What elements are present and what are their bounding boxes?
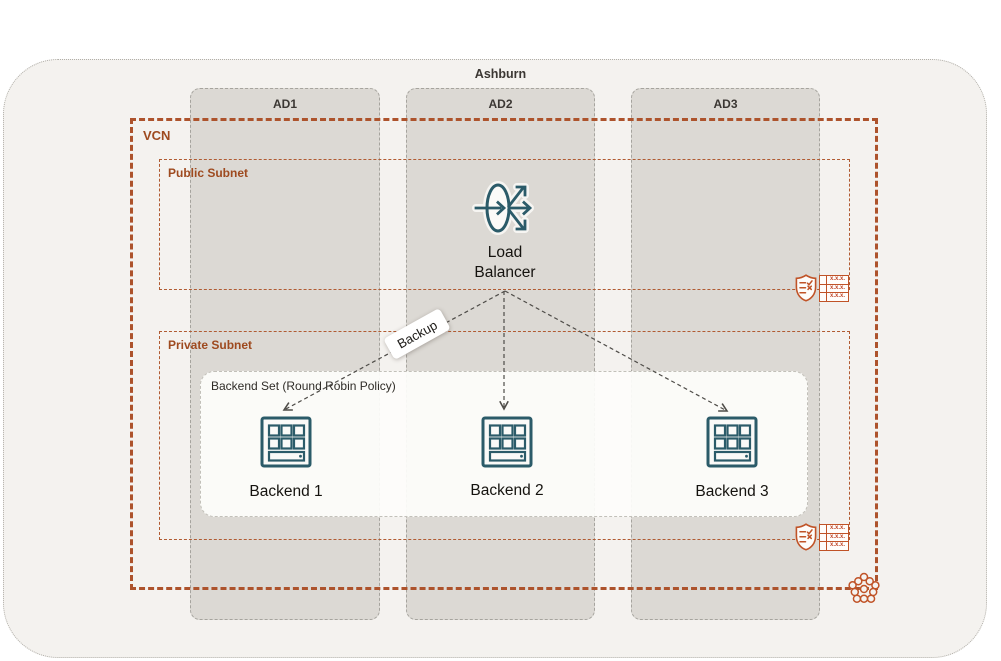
server-grid-icon xyxy=(260,416,312,468)
private-subnet-boundary: Private Subnet xyxy=(159,331,850,540)
security-list-shield-icon xyxy=(795,523,817,551)
route-table-cell xyxy=(820,276,827,284)
ad-column-3: AD3 xyxy=(631,88,820,620)
public-subnet-boundary: Public Subnet xyxy=(159,159,850,290)
backend-3-label: Backend 3 xyxy=(695,483,769,500)
backend-1-label: Backend 1 xyxy=(249,483,323,500)
ad-column-2: AD2 xyxy=(406,88,595,620)
route-table-row: x.x.x. xyxy=(820,532,848,542)
public-subnet-label: Public Subnet xyxy=(168,166,249,180)
route-table-row: x.x.x. xyxy=(820,292,848,302)
connection-lb-backend3 xyxy=(504,290,729,412)
server-grid-icon xyxy=(481,416,533,468)
route-table-row: x.x.x. xyxy=(820,541,848,551)
backend-set-label: Backend Set (Round Robin Policy) xyxy=(211,379,396,393)
load-balancer-icon xyxy=(472,181,534,235)
route-table-cell xyxy=(820,293,827,302)
ad-column-1: AD1 xyxy=(190,88,380,620)
ad-label: AD1 xyxy=(272,97,297,111)
route-table-icon: x.x.x. x.x.x. x.x.x. xyxy=(819,524,849,551)
backend-2-label: Backend 2 xyxy=(470,482,544,499)
vcn-boundary: VCN xyxy=(130,118,878,590)
route-table-cell xyxy=(820,533,827,542)
ad-label: AD3 xyxy=(713,97,738,111)
region-label: Ashburn xyxy=(474,67,527,81)
route-table-row: x.x.x. xyxy=(820,283,848,293)
route-table-row: x.x.x. xyxy=(820,276,848,284)
route-table-icon: x.x.x. x.x.x. x.x.x. xyxy=(819,275,849,302)
route-table-cell xyxy=(820,525,827,533)
vcn-honeycomb-icon xyxy=(848,572,880,603)
ad-label: AD2 xyxy=(488,97,513,111)
vcn-label: VCN xyxy=(143,128,171,143)
route-table-cell xyxy=(820,284,827,293)
route-table-cell xyxy=(820,542,827,551)
private-subnet-label: Private Subnet xyxy=(168,338,253,352)
security-list-shield-icon xyxy=(795,274,817,302)
route-table-row: x.x.x. xyxy=(820,525,848,533)
load-balancer-label: Load Balancer xyxy=(474,244,536,281)
server-grid-icon xyxy=(706,416,758,468)
